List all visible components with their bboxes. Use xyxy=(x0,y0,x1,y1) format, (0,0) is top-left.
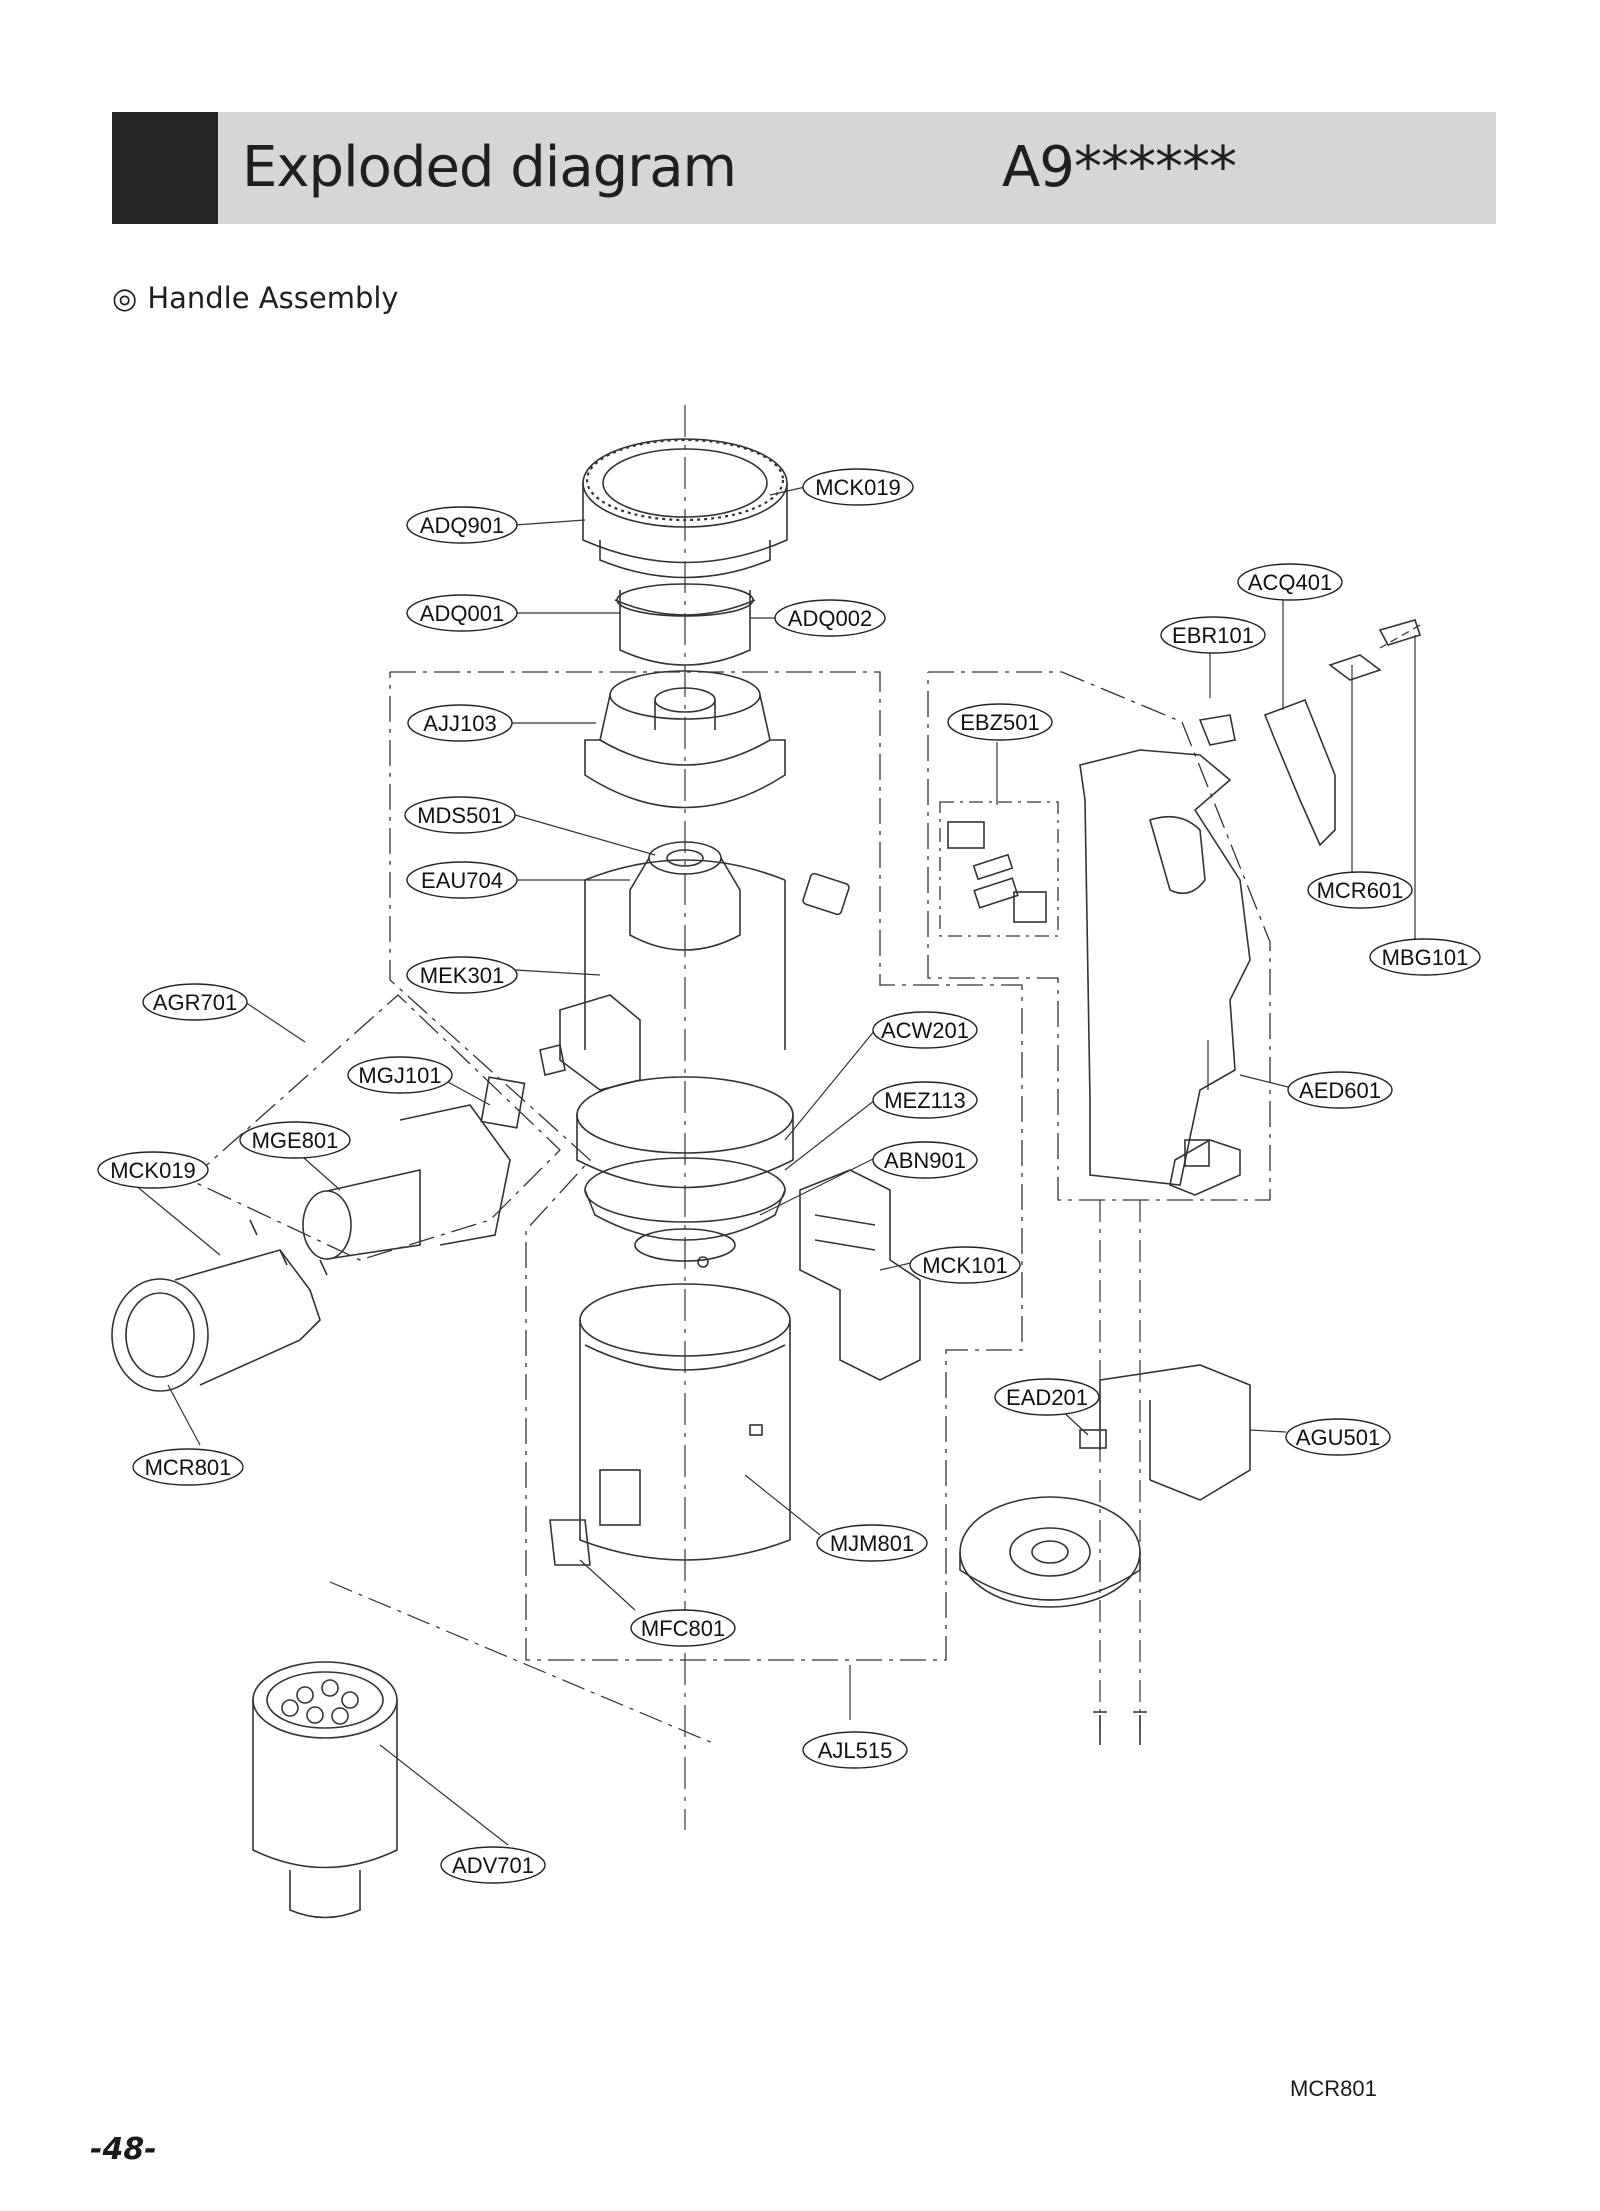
callout-mck101: MCK101 xyxy=(909,1246,1021,1284)
motor-housing-cylinder-part xyxy=(539,859,850,1091)
page-number: -48- xyxy=(90,2132,157,2167)
svg-text:EBZ501: EBZ501 xyxy=(960,710,1040,735)
svg-text:MGE801: MGE801 xyxy=(252,1128,339,1153)
svg-text:AJJ103: AJJ103 xyxy=(423,711,496,736)
double-circle-bullet-icon: ◎ xyxy=(112,281,138,315)
callout-ebr101: EBR101 xyxy=(1160,616,1266,654)
svg-text:AED601: AED601 xyxy=(1299,1078,1381,1103)
callout-labels: MCK019 ADQ901 ADQ001 ADQ002 AJJ103 MDS50… xyxy=(97,468,1481,1884)
svg-text:MBG101: MBG101 xyxy=(1382,945,1469,970)
dust-bin-cylinder-part xyxy=(549,1283,791,1566)
callout-ebz501: EBZ501 xyxy=(947,703,1053,741)
model-code: A9****** xyxy=(1002,135,1237,200)
callout-adq901: ADQ901 xyxy=(406,506,518,544)
svg-text:AGU501: AGU501 xyxy=(1296,1425,1380,1450)
callout-mcr801-left: MCR801 xyxy=(132,1448,244,1486)
callout-mds501: MDS501 xyxy=(404,796,516,834)
callout-ead201: EAD201 xyxy=(994,1378,1100,1416)
svg-text:MFC801: MFC801 xyxy=(641,1616,725,1641)
callout-mek301: MEK301 xyxy=(406,956,518,994)
callout-adq001: ADQ001 xyxy=(406,594,518,632)
nozzle-tube-part xyxy=(302,1076,526,1260)
nozzle-group-outline xyxy=(189,994,561,1261)
header-bar: Exploded diagram A9****** xyxy=(112,112,1496,224)
filter-cup-part xyxy=(252,1661,398,1919)
callout-adq002: ADQ002 xyxy=(774,599,886,637)
callout-eau704: EAU704 xyxy=(406,861,518,899)
svg-text:ACQ401: ACQ401 xyxy=(1248,570,1332,595)
svg-text:ADQ901: ADQ901 xyxy=(420,513,504,538)
callout-acq401: ACQ401 xyxy=(1237,563,1343,601)
callout-mge801: MGE801 xyxy=(239,1121,351,1159)
section-heading: ◎ Handle Assembly xyxy=(112,280,399,316)
callout-abn901: ABN901 xyxy=(872,1141,978,1179)
callout-mgj101: MGJ101 xyxy=(347,1056,453,1094)
svg-text:EBR101: EBR101 xyxy=(1172,623,1254,648)
callout-mez113: MEZ113 xyxy=(872,1081,978,1119)
svg-text:EAD201: EAD201 xyxy=(1006,1385,1088,1410)
svg-text:MCK019: MCK019 xyxy=(815,475,901,500)
adv-axis-line xyxy=(329,1581,716,1745)
motor-part xyxy=(629,841,741,951)
callout-agu501: AGU501 xyxy=(1285,1418,1391,1456)
pcb-pieces-part xyxy=(947,821,1047,923)
side-nozzle-part xyxy=(111,1219,328,1392)
pcb-group-outline xyxy=(939,801,1059,937)
charging-base-part xyxy=(959,1364,1251,1608)
svg-text:ABN901: ABN901 xyxy=(884,1148,966,1173)
callout-adv701: ADV701 xyxy=(440,1846,546,1884)
top-clip-part xyxy=(1328,619,1422,681)
svg-text:MGJ101: MGJ101 xyxy=(358,1063,441,1088)
callout-mfc801: MFC801 xyxy=(630,1609,736,1647)
trigger-part xyxy=(1198,698,1336,847)
svg-text:ADV701: ADV701 xyxy=(452,1853,534,1878)
bin-bracket-part xyxy=(799,1169,921,1381)
callout-acw201: ACW201 xyxy=(872,1011,978,1049)
dust-bin-rings-part xyxy=(576,1076,794,1268)
callout-ajl515: AJL515 xyxy=(802,1731,908,1769)
callout-mck019-top: MCK019 xyxy=(802,468,914,506)
footer-part-code: MCR801 xyxy=(1290,2076,1377,2101)
callout-mjm801: MJM801 xyxy=(816,1524,928,1562)
svg-text:AGR701: AGR701 xyxy=(153,990,237,1015)
callout-aed601: AED601 xyxy=(1287,1071,1393,1109)
svg-text:MEZ113: MEZ113 xyxy=(884,1088,966,1113)
svg-text:ACW201: ACW201 xyxy=(881,1018,969,1043)
svg-text:AJL515: AJL515 xyxy=(818,1738,893,1763)
leader-lines xyxy=(134,486,1416,1846)
callout-mcr601: MCR601 xyxy=(1307,871,1413,909)
callout-mck019-left: MCK019 xyxy=(97,1151,209,1189)
svg-text:MJM801: MJM801 xyxy=(830,1531,914,1556)
filter-body-part xyxy=(614,583,756,666)
svg-text:MEK301: MEK301 xyxy=(420,963,504,988)
callout-ajj103: AJJ103 xyxy=(407,704,513,742)
svg-text:MCR601: MCR601 xyxy=(1317,878,1404,903)
main-assembly-group-outline xyxy=(389,671,1023,1661)
handle-shell-part xyxy=(1079,749,1251,1196)
section-heading-text: Handle Assembly xyxy=(147,281,399,315)
screws-part xyxy=(1093,1711,1147,1745)
callout-agr701: AGR701 xyxy=(142,983,248,1021)
svg-text:MCK019: MCK019 xyxy=(110,1158,196,1183)
mbg-axis xyxy=(1379,624,1421,649)
handle-group-outline xyxy=(927,671,1271,1201)
svg-text:MCK101: MCK101 xyxy=(922,1253,1008,1278)
filter-cap-part xyxy=(582,438,788,579)
svg-text:ADQ002: ADQ002 xyxy=(788,606,872,631)
svg-text:ADQ001: ADQ001 xyxy=(420,601,504,626)
header-dark-block xyxy=(112,112,218,224)
svg-text:MCR801: MCR801 xyxy=(145,1455,232,1480)
page-title: Exploded diagram xyxy=(242,135,737,200)
svg-text:EAU704: EAU704 xyxy=(421,868,503,893)
cyclone-housing-part xyxy=(584,670,786,809)
svg-text:MDS501: MDS501 xyxy=(417,803,503,828)
callout-mbg101: MBG101 xyxy=(1369,938,1481,976)
